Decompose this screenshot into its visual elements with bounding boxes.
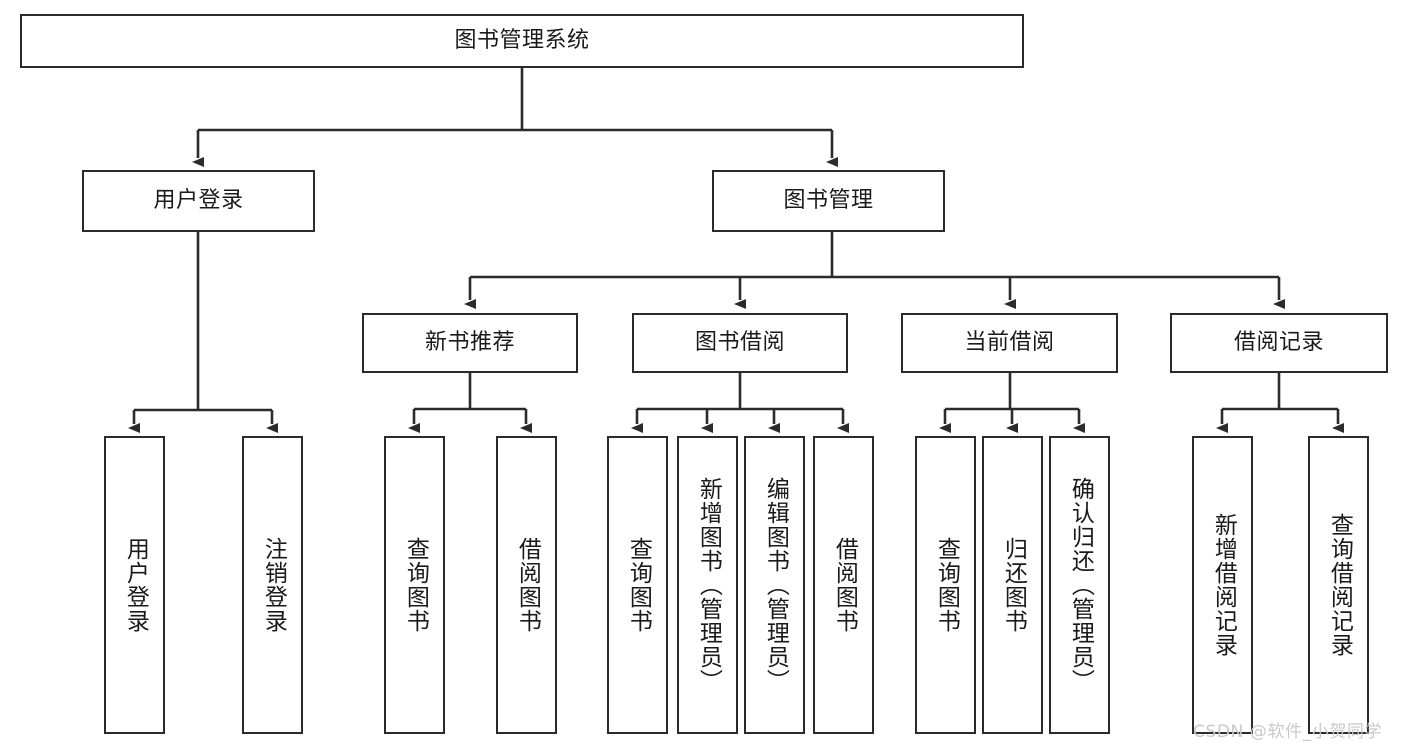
node-label: 图书管理系统 [454,27,590,53]
node-label: 借阅图书 [831,537,858,633]
node-leaf-query-book-1[interactable]: 查询图书 [384,436,445,734]
node-book-borrow[interactable]: 图书借阅 [632,313,848,373]
node-borrow-record[interactable]: 借阅记录 [1170,313,1388,373]
node-leaf-borrow-book-1[interactable]: 借阅图书 [496,436,557,734]
node-label: 新增借阅记录 [1210,513,1237,657]
node-label: 图书借阅 [694,329,785,355]
node-label: 归还图书 [1000,537,1027,633]
node-leaf-return-book[interactable]: 归还图书 [982,436,1043,734]
node-leaf-logout-login[interactable]: 注销登录 [242,436,303,734]
node-leaf-edit-book[interactable]: 编辑图书（管理员） [744,436,805,734]
node-leaf-user-login[interactable]: 用户登录 [104,436,165,734]
node-book-manage[interactable]: 图书管理 [712,170,945,232]
node-label: 查询图书 [933,537,960,633]
node-leaf-query-book-3[interactable]: 查询图书 [915,436,976,734]
node-label: 用户登录 [153,187,244,213]
node-leaf-borrow-book-2[interactable]: 借阅图书 [813,436,874,734]
node-label: 借阅图书 [514,537,541,633]
node-label: 查询借阅记录 [1326,513,1353,657]
node-label: 注销登录 [260,537,287,633]
node-new-book-recommend[interactable]: 新书推荐 [362,313,578,373]
node-label: 当前借阅 [964,329,1055,355]
node-leaf-add-book[interactable]: 新增图书（管理员） [677,436,738,734]
node-label: 借阅记录 [1233,329,1324,355]
node-label: 编辑图书（管理员） [762,477,789,693]
node-leaf-add-record[interactable]: 新增借阅记录 [1192,436,1253,734]
node-label: 图书管理 [783,187,874,213]
node-label: 确认归还（管理员） [1067,477,1094,693]
node-user-login[interactable]: 用户登录 [82,170,315,232]
node-current-borrow[interactable]: 当前借阅 [901,313,1118,373]
node-label: 查询图书 [625,537,652,633]
csdn-watermark: CSDN @软件_小贺同学 [1193,722,1383,742]
node-root-system[interactable]: 图书管理系统 [20,14,1024,68]
node-label: 新增图书（管理员） [695,477,722,693]
node-label: 新书推荐 [424,329,515,355]
node-leaf-query-record[interactable]: 查询借阅记录 [1308,436,1369,734]
node-leaf-query-book-2[interactable]: 查询图书 [607,436,668,734]
node-leaf-confirm-return[interactable]: 确认归还（管理员） [1049,436,1110,734]
node-label: 用户登录 [122,537,149,633]
node-label: 查询图书 [402,537,429,633]
